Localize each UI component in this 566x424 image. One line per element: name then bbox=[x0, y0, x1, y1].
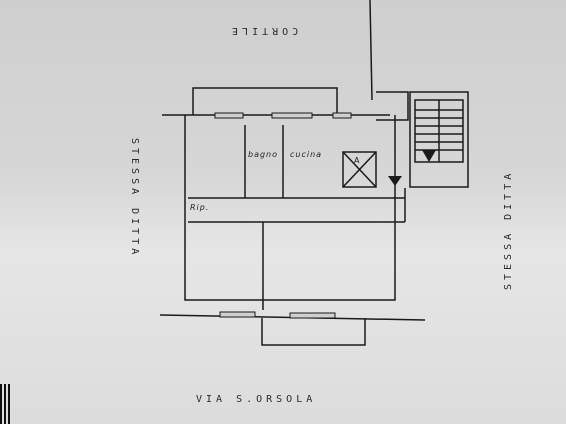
top-label: CORTILE bbox=[228, 25, 299, 36]
room-label-rip: Rip. bbox=[190, 203, 210, 212]
room-label-lift: A bbox=[354, 156, 361, 165]
room-label-bagno: bagno bbox=[248, 150, 279, 159]
stairwell bbox=[409, 91, 469, 188]
top-bay bbox=[192, 87, 338, 115]
room-label-cucina: cucina bbox=[290, 150, 323, 159]
stair-arrow bbox=[422, 150, 436, 162]
scan-edge-marks bbox=[0, 384, 12, 424]
entry-arrow bbox=[388, 176, 402, 186]
property-line bbox=[369, 0, 373, 101]
stair-landing bbox=[376, 91, 409, 121]
left-label: STESSA DITTA bbox=[129, 138, 140, 259]
right-label: STESSA DITTA bbox=[503, 169, 514, 290]
lift-shaft bbox=[342, 151, 377, 188]
outer-wall bbox=[184, 115, 396, 301]
bottom-label: VIA S.ORSOLA bbox=[196, 394, 317, 405]
bottom-bay bbox=[261, 318, 366, 346]
